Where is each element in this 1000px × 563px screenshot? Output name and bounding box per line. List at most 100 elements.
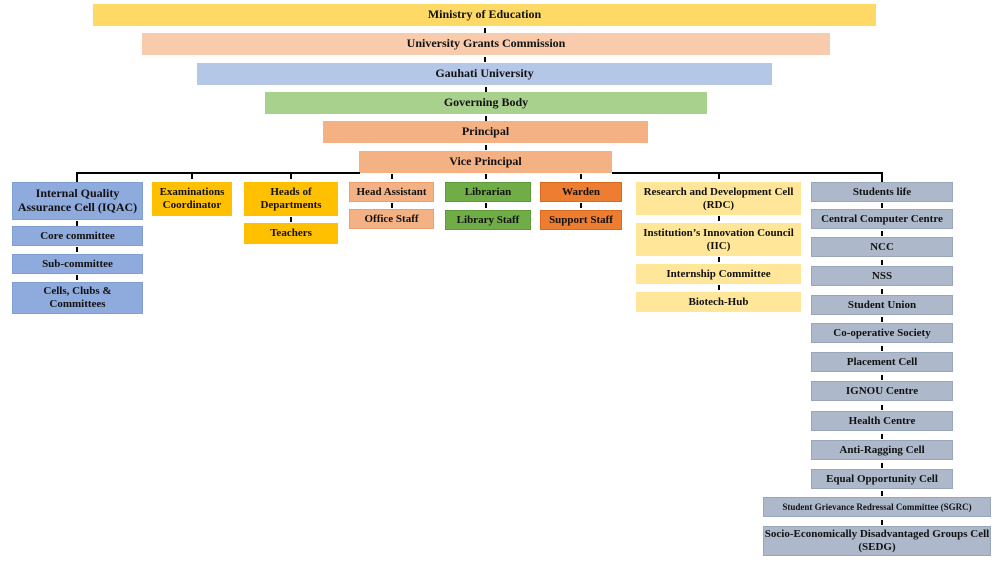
student-union-box: Student Union: [811, 295, 953, 315]
placement-cell-label: Placement Cell: [846, 355, 918, 368]
head-assistant-label: Head Assistant: [356, 185, 427, 198]
ministry-of-education-box: Ministry of Education: [93, 4, 876, 26]
connector: [881, 203, 883, 208]
library-staff-box: Library Staff: [445, 210, 531, 230]
vice-principal-label: Vice Principal: [449, 154, 522, 169]
connector: [76, 247, 78, 252]
sub-committee-label: Sub-committee: [42, 257, 113, 270]
connector: [718, 174, 720, 179]
connector: [290, 174, 292, 179]
warden-box: Warden: [540, 182, 622, 202]
hod-label: Heads of Departments: [260, 186, 322, 211]
connector: [881, 346, 883, 351]
anti-ragging-cell-box: Anti-Ragging Cell: [811, 440, 953, 460]
principal-box: Principal: [323, 121, 648, 143]
ministry-label: Ministry of Education: [427, 7, 542, 22]
cells-clubs-box: Cells, Clubs & Committees: [12, 282, 143, 314]
connector: [191, 174, 193, 179]
warden-label: Warden: [562, 185, 600, 198]
placement-cell-box: Placement Cell: [811, 352, 953, 372]
rdc-label: Research and Development Cell (RDC): [643, 185, 794, 211]
nss-label: NSS: [871, 269, 893, 282]
connector: [881, 520, 883, 525]
connector: [580, 203, 582, 208]
health-centre-box: Health Centre: [811, 411, 953, 431]
heads-of-departments-box: Heads of Departments: [244, 182, 338, 216]
connector: [718, 285, 720, 290]
students-life-box: Students life: [811, 182, 953, 202]
office-staff-label: Office Staff: [364, 212, 419, 225]
rdc-box: Research and Development Cell (RDC): [636, 182, 801, 215]
head-assistant-box: Head Assistant: [349, 182, 434, 202]
ncc-label: NCC: [870, 240, 894, 253]
connector: [881, 491, 883, 496]
principal-label: Principal: [461, 124, 510, 139]
connector: [718, 257, 720, 262]
connector: [76, 221, 78, 226]
connector: [290, 217, 292, 222]
connector: [391, 203, 393, 208]
vice-principal-box: Vice Principal: [359, 151, 612, 173]
biotech-label: Biotech-Hub: [688, 295, 749, 308]
core-committee-box: Core committee: [12, 226, 143, 246]
ignou-centre-box: IGNOU Centre: [811, 381, 953, 401]
ncc-box: NCC: [811, 237, 953, 257]
sedg-label: Socio-Economically Disadvantaged Groups …: [764, 528, 990, 553]
connector: [485, 203, 487, 208]
iic-box: Institution’s Innovation Council (IIC): [636, 223, 801, 256]
iic-label: Institution’s Innovation Council (IIC): [643, 226, 794, 252]
connector: [718, 216, 720, 221]
cooperative-society-label: Co-operative Society: [833, 326, 931, 339]
ignou-centre-label: IGNOU Centre: [845, 384, 919, 397]
support-staff-box: Support Staff: [540, 210, 622, 230]
connector: [484, 28, 486, 33]
connector: [76, 275, 78, 280]
central-computer-centre-label: Central Computer Centre: [821, 212, 943, 225]
university-label: Gauhati University: [435, 66, 534, 81]
core-committee-label: Core committee: [40, 229, 115, 242]
health-centre-label: Health Centre: [848, 414, 916, 427]
governing-body-box: Governing Body: [265, 92, 707, 114]
cells-clubs-label: Cells, Clubs & Committees: [43, 285, 112, 310]
connector: [881, 260, 883, 265]
support-staff-label: Support Staff: [549, 213, 613, 226]
connector: [881, 231, 883, 236]
iqac-label: Internal Quality Assurance Cell (IQAC): [17, 186, 138, 214]
exams-label: Examinations Coordinator: [159, 186, 225, 211]
office-staff-box: Office Staff: [349, 209, 434, 229]
branch-connector: [76, 172, 360, 174]
connector: [485, 116, 487, 121]
anti-ragging-cell-label: Anti-Ragging Cell: [839, 443, 925, 456]
sub-committee-box: Sub-committee: [12, 254, 143, 274]
ugc-box: University Grants Commission: [142, 33, 830, 55]
sedg-box: Socio-Economically Disadvantaged Groups …: [763, 526, 991, 556]
gauhati-university-box: Gauhati University: [197, 63, 772, 85]
connector: [881, 172, 883, 182]
examinations-coordinator-box: Examinations Coordinator: [152, 182, 232, 216]
connector: [881, 463, 883, 468]
nss-box: NSS: [811, 266, 953, 286]
connector: [484, 57, 486, 62]
connector: [881, 317, 883, 322]
student-union-label: Student Union: [847, 298, 917, 311]
librarian-label: Librarian: [464, 185, 512, 198]
connector: [580, 174, 582, 179]
librarian-box: Librarian: [445, 182, 531, 202]
teachers-label: Teachers: [270, 227, 312, 240]
teachers-box: Teachers: [244, 223, 338, 244]
governing-body-label: Governing Body: [443, 95, 529, 110]
biotech-hub-box: Biotech-Hub: [636, 292, 801, 312]
central-computer-centre-box: Central Computer Centre: [811, 209, 953, 229]
branch-connector: [612, 172, 883, 174]
connector: [391, 174, 393, 179]
library-staff-label: Library Staff: [456, 213, 520, 226]
ugc-label: University Grants Commission: [406, 36, 566, 51]
internship-label: Internship Committee: [666, 267, 771, 280]
connector: [485, 87, 487, 92]
iqac-box: Internal Quality Assurance Cell (IQAC): [12, 182, 143, 220]
sgrc-label: Student Grievance Redressal Committee (S…: [782, 501, 972, 512]
sgrc-box: Student Grievance Redressal Committee (S…: [763, 497, 991, 517]
connector: [881, 405, 883, 410]
equal-opportunity-cell-label: Equal Opportunity Cell: [826, 472, 938, 485]
internship-committee-box: Internship Committee: [636, 264, 801, 284]
